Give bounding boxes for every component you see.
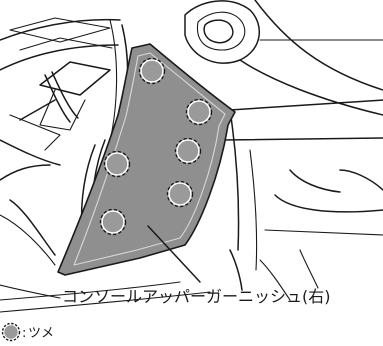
legend-label: ツメ — [28, 326, 54, 341]
clip-mark — [166, 180, 194, 208]
clip-mark — [185, 98, 213, 126]
legend-clip-icon — [1, 322, 21, 342]
legend: : ツメ — [1, 322, 54, 342]
clip-marks — [99, 57, 213, 236]
interior-line-art — [0, 0, 383, 313]
legend-separator: : — [22, 326, 26, 341]
callout-leader-line — [147, 225, 201, 283]
callout-label: コンソールアッパーガーニッシュ(右) — [62, 287, 331, 306]
clip-mark — [103, 150, 131, 178]
clip-mark — [99, 208, 127, 236]
clip-mark — [174, 137, 202, 165]
clip-mark — [138, 57, 166, 85]
